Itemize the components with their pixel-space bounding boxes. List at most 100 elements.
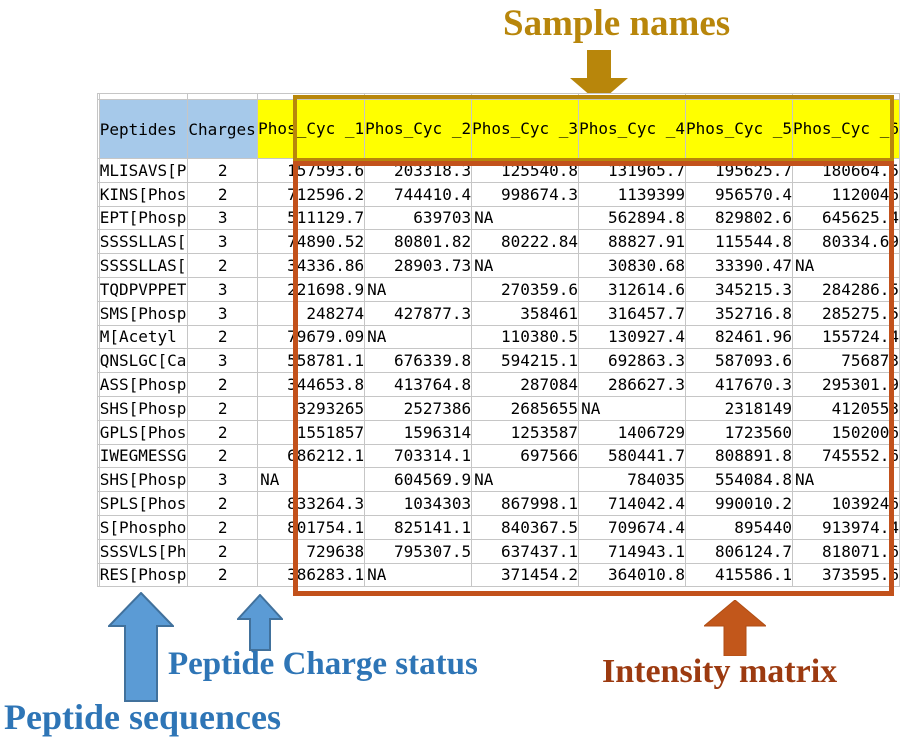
cell-value[interactable]: 34336.86 xyxy=(257,253,366,278)
cell-value[interactable]: 697566 xyxy=(471,443,580,469)
cell-value[interactable]: 344653.8 xyxy=(257,372,366,397)
cell-peptide[interactable]: KINS[Phos xyxy=(98,181,189,207)
cell-value[interactable]: 427877.3 xyxy=(364,300,473,326)
cell-value[interactable]: 30830.68 xyxy=(578,253,687,278)
cell-value[interactable]: 417670.3 xyxy=(685,372,793,397)
cell-value[interactable]: 295301.9 xyxy=(792,372,900,397)
cell-value[interactable]: 554084.8 xyxy=(685,467,793,493)
cell-value[interactable]: 558781.1 xyxy=(257,348,366,374)
cell-value[interactable]: 818071.6 xyxy=(792,538,900,564)
cell-value[interactable]: 33390.47 xyxy=(685,253,793,278)
cell-value[interactable]: NA xyxy=(364,562,473,588)
cell-value[interactable]: 248274 xyxy=(257,300,366,326)
cell-value[interactable]: NA xyxy=(471,253,580,278)
cell-value[interactable]: 358461 xyxy=(471,300,580,326)
cell-value[interactable]: 352716.8 xyxy=(685,300,793,326)
cell-value[interactable]: NA xyxy=(792,467,900,493)
cell-value[interactable]: 998674.3 xyxy=(471,181,580,207)
cell-value[interactable]: 130927.4 xyxy=(578,324,687,350)
cell-value[interactable]: 562894.8 xyxy=(578,205,687,231)
column-header-charges[interactable]: Charges xyxy=(187,99,259,159)
cell-value[interactable]: 806124.7 xyxy=(685,538,793,564)
cell-value[interactable]: 88827.91 xyxy=(578,229,687,255)
cell-value[interactable]: 808891.8 xyxy=(685,443,793,469)
cell-value[interactable]: 1502006 xyxy=(792,419,900,445)
cell-value[interactable]: 594215.1 xyxy=(471,348,580,374)
cell-charge[interactable]: 2 xyxy=(187,538,259,564)
cell-value[interactable]: 637437.1 xyxy=(471,538,580,564)
cell-value[interactable]: 285275.5 xyxy=(792,300,900,326)
cell-value[interactable]: 1253587 xyxy=(471,419,580,445)
cell-value[interactable]: 2685655 xyxy=(471,395,580,421)
column-header-peptides[interactable]: Peptides xyxy=(98,99,189,159)
column-header-sample-3[interactable]: Phos_Cyc _3 xyxy=(471,99,580,159)
cell-peptide[interactable]: GPLS[Phos xyxy=(98,419,189,445)
cell-peptide[interactable]: ASS[Phosp xyxy=(98,372,189,397)
cell-value[interactable]: 2527386 xyxy=(364,395,473,421)
cell-peptide[interactable]: RES[Phosp xyxy=(98,562,189,588)
cell-value[interactable]: 131965.7 xyxy=(578,158,687,183)
cell-value[interactable]: 221698.9 xyxy=(257,276,366,302)
cell-peptide[interactable]: SPLS[Phos xyxy=(98,491,189,516)
cell-value[interactable]: 825141.1 xyxy=(364,514,473,540)
cell-value[interactable]: 364010.8 xyxy=(578,562,687,588)
cell-charge[interactable]: 3 xyxy=(187,348,259,374)
cell-charge[interactable]: 2 xyxy=(187,491,259,516)
cell-value[interactable]: 745552.6 xyxy=(792,443,900,469)
cell-charge[interactable]: 2 xyxy=(187,443,259,469)
cell-peptide[interactable]: QNSLGC[Ca xyxy=(98,348,189,374)
cell-value[interactable]: 4120553 xyxy=(792,395,900,421)
cell-value[interactable]: NA xyxy=(257,467,366,493)
cell-value[interactable]: 28903.73 xyxy=(364,253,473,278)
cell-value[interactable]: 79679.09 xyxy=(257,324,366,350)
cell-value[interactable]: 692863.3 xyxy=(578,348,687,374)
cell-value[interactable]: 373595.6 xyxy=(792,562,900,588)
cell-value[interactable]: NA xyxy=(364,324,473,350)
cell-peptide[interactable]: TQDPVPPET xyxy=(98,276,189,302)
column-header-sample-4[interactable]: Phos_Cyc _4 xyxy=(578,99,687,159)
cell-value[interactable]: 203318.3 xyxy=(364,158,473,183)
cell-value[interactable]: 1034303 xyxy=(364,491,473,516)
cell-peptide[interactable]: EPT[Phosp xyxy=(98,205,189,231)
cell-charge[interactable]: 3 xyxy=(187,276,259,302)
cell-value[interactable]: 1551857 xyxy=(257,419,366,445)
cell-value[interactable]: 744410.4 xyxy=(364,181,473,207)
cell-peptide[interactable]: SSSSLLAS[ xyxy=(98,229,189,255)
cell-value[interactable]: 913974.4 xyxy=(792,514,900,540)
cell-value[interactable]: NA xyxy=(364,276,473,302)
cell-value[interactable]: 840367.5 xyxy=(471,514,580,540)
cell-charge[interactable]: 2 xyxy=(187,395,259,421)
cell-value[interactable]: 270359.6 xyxy=(471,276,580,302)
cell-peptide[interactable]: SSSVLS[Ph xyxy=(98,538,189,564)
cell-value[interactable]: 3293265 xyxy=(257,395,366,421)
cell-value[interactable]: 80222.84 xyxy=(471,229,580,255)
column-header-sample-2[interactable]: Phos_Cyc _2 xyxy=(364,99,473,159)
cell-charge[interactable]: 3 xyxy=(187,300,259,326)
cell-charge[interactable]: 3 xyxy=(187,467,259,493)
cell-charge[interactable]: 2 xyxy=(187,562,259,588)
cell-value[interactable]: 712596.2 xyxy=(257,181,366,207)
column-header-sample-1[interactable]: Phos_Cyc _1 xyxy=(257,99,366,159)
cell-value[interactable]: 1596314 xyxy=(364,419,473,445)
cell-value[interactable]: 125540.8 xyxy=(471,158,580,183)
column-header-sample-5[interactable]: Phos_Cyc _5 xyxy=(685,99,793,159)
cell-peptide[interactable]: MLISAVS[P xyxy=(98,158,189,183)
cell-value[interactable]: 1139399 xyxy=(578,181,687,207)
cell-value[interactable]: 895440 xyxy=(685,514,793,540)
cell-peptide[interactable]: SMS[Phosp xyxy=(98,300,189,326)
cell-peptide[interactable]: IWEGMESSG xyxy=(98,443,189,469)
cell-value[interactable]: 676339.8 xyxy=(364,348,473,374)
cell-value[interactable]: 115544.8 xyxy=(685,229,793,255)
cell-value[interactable]: 756873 xyxy=(792,348,900,374)
cell-value[interactable]: 990010.2 xyxy=(685,491,793,516)
cell-value[interactable]: 80801.82 xyxy=(364,229,473,255)
cell-value[interactable]: 80334.69 xyxy=(792,229,900,255)
cell-value[interactable]: 74890.52 xyxy=(257,229,366,255)
cell-peptide[interactable]: M[Acetyl xyxy=(98,324,189,350)
cell-value[interactable]: 1120046 xyxy=(792,181,900,207)
cell-charge[interactable]: 2 xyxy=(187,419,259,445)
cell-value[interactable]: 645625.4 xyxy=(792,205,900,231)
cell-value[interactable]: NA xyxy=(578,395,687,421)
cell-value[interactable]: 956570.4 xyxy=(685,181,793,207)
cell-value[interactable]: 284286.5 xyxy=(792,276,900,302)
